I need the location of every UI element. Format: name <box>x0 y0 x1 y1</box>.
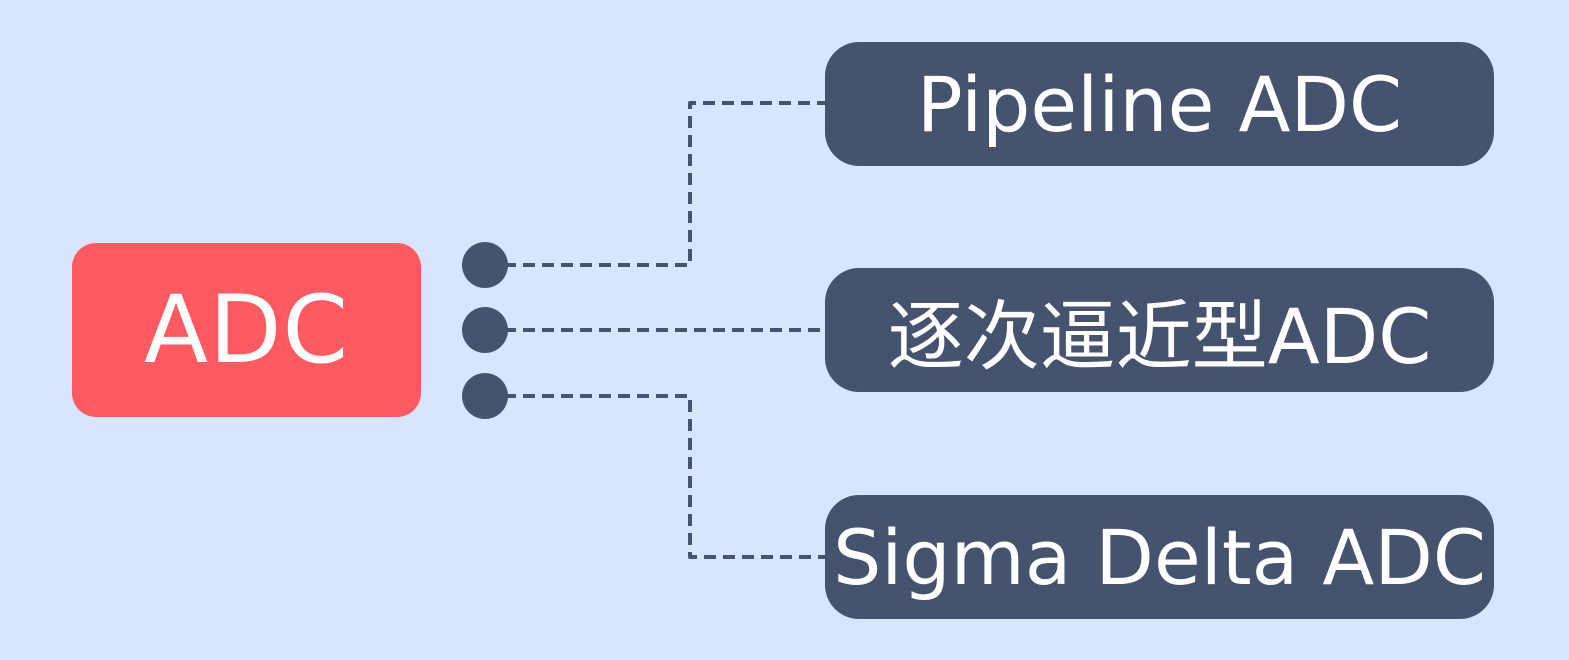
root-node[interactable]: ADC <box>72 243 421 417</box>
branch-node-label: Pipeline ADC <box>916 59 1403 149</box>
branch-node-pipeline[interactable]: Pipeline ADC <box>825 42 1494 166</box>
connector-to-pipeline <box>485 101 825 267</box>
root-node-label: ADC <box>143 275 350 385</box>
branch-handle-3[interactable] <box>462 373 508 419</box>
branch-node-sigma-delta[interactable]: Sigma Delta ADC <box>825 495 1494 619</box>
branch-handle-1[interactable] <box>462 242 508 288</box>
branch-node-label: 逐次逼近型ADC <box>887 292 1432 381</box>
branch-handle-2[interactable] <box>462 307 508 353</box>
branch-node-label: Sigma Delta ADC <box>833 512 1486 602</box>
connector-to-sigma-delta <box>485 394 825 559</box>
branch-node-sar[interactable]: 逐次逼近型ADC <box>825 268 1494 392</box>
